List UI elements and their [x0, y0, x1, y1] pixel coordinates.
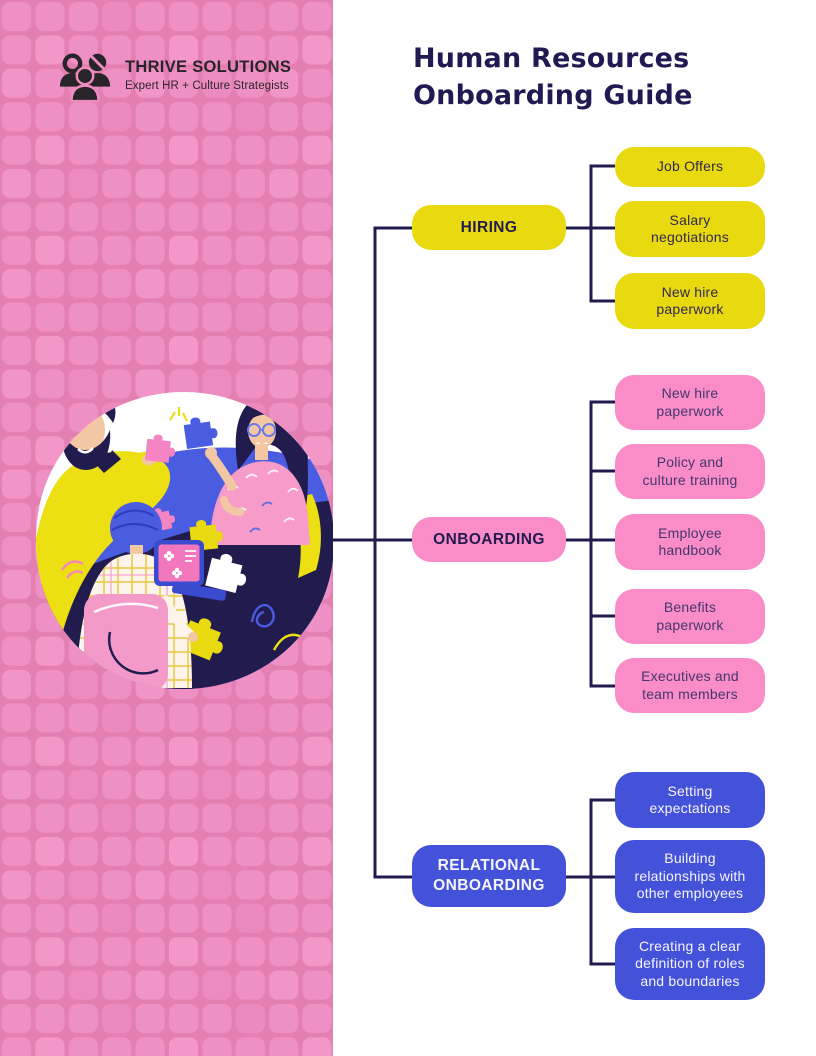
laptop-icon — [154, 540, 227, 601]
sparkle — [169, 407, 188, 422]
pink-chair — [84, 594, 168, 690]
logo-name: THRIVE SOLUTIONS — [125, 58, 292, 76]
branch-node-hiring: HIRING — [412, 205, 566, 250]
title-line-2: Onboarding Guide — [413, 80, 693, 111]
leaf-roles-boundaries: Creating a clear definition of roles and… — [615, 928, 765, 1000]
title-line-1: Human Resources — [413, 43, 690, 74]
branch-node-onboarding: ONBOARDING — [412, 517, 566, 562]
logo: THRIVE SOLUTIONS Expert HR + Culture Str… — [56, 48, 291, 102]
leaf-job-offers: Job Offers — [615, 147, 765, 187]
page-title: Human Resources Onboarding Guide — [413, 40, 693, 114]
leaf-benefits-paperwork: Benefits paperwork — [615, 589, 765, 644]
blouse-pattern-blue — [249, 501, 273, 533]
leaf-new-hire-paperwork-2: New hire paperwork — [615, 375, 765, 430]
people-logo-icon — [59, 53, 111, 102]
leaf-employee-handbook: Employee handbook — [615, 514, 765, 570]
leaf-new-hire-paperwork: New hire paperwork — [615, 273, 765, 329]
leaf-executives-team-members: Executives and team members — [615, 658, 765, 713]
leaf-setting-expectations: Setting expectations — [615, 772, 765, 828]
leaf-building-relationships: Building relationships with other employ… — [615, 840, 765, 913]
left-sidebar: THRIVE SOLUTIONS Expert HR + Culture Str… — [0, 0, 333, 1056]
glasses-icon — [247, 423, 276, 437]
logo-tagline: Expert HR + Culture Strategists — [125, 80, 289, 92]
leaf-salary-negotiations: Salary negotiations — [615, 201, 765, 257]
branch-node-relational-onboarding: RELATIONAL ONBOARDING — [412, 845, 566, 907]
teamwork-illustration — [35, 392, 333, 690]
leaf-policy-culture-training: Policy and culture training — [615, 444, 765, 499]
